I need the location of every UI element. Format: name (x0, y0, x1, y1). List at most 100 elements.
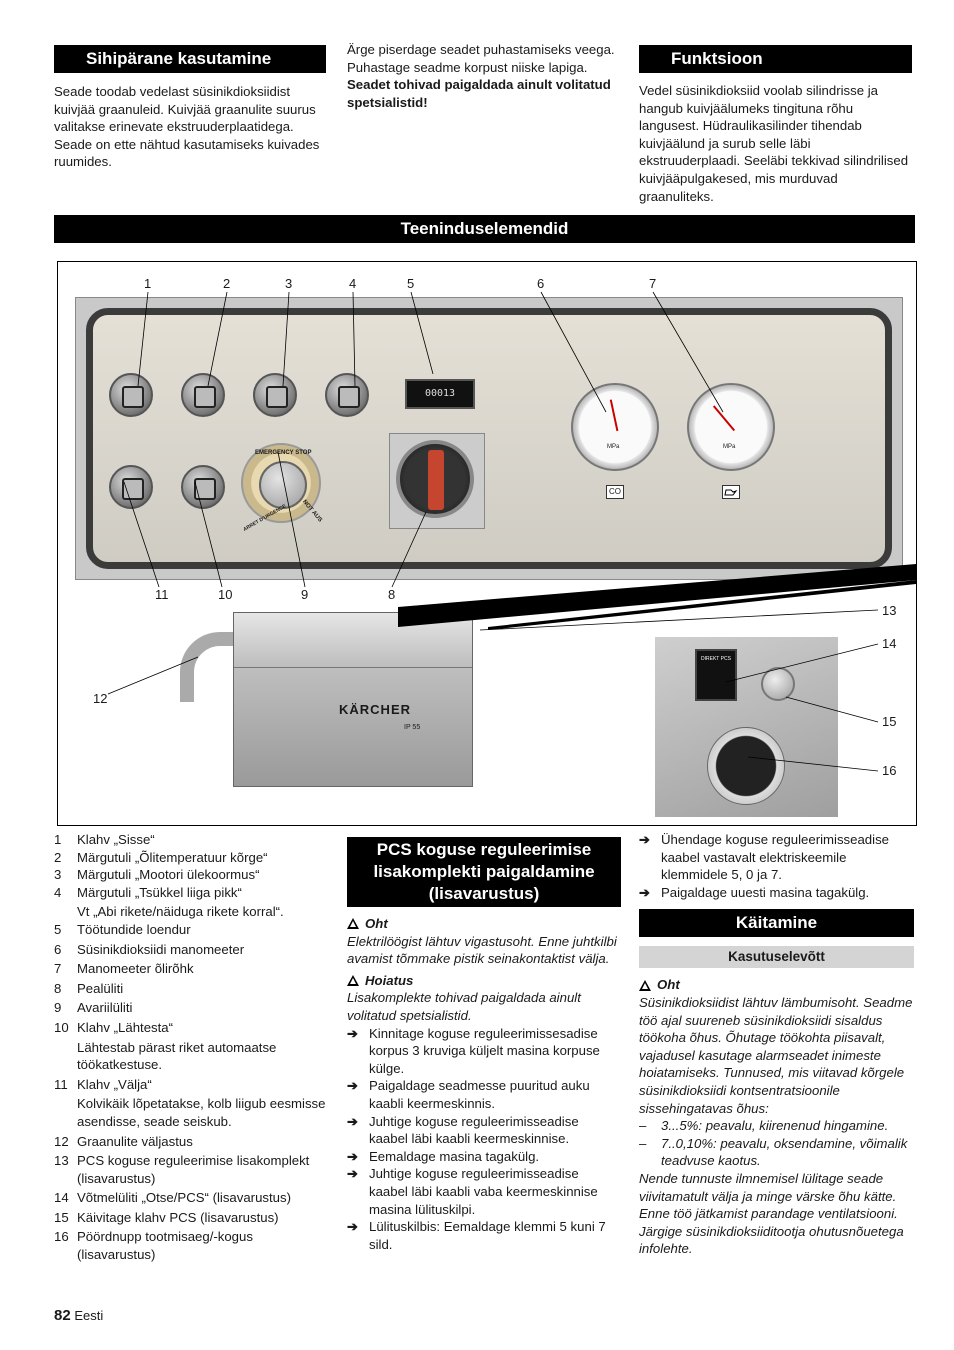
danger-text: Süsinikdioksiidist lähtuv lämbumisoht. S… (639, 994, 913, 1116)
list-item: ➔Eemaldage masina tagakülg. (347, 1148, 540, 1164)
intended-use-text-1: Seade toodab vedelast süsinikdioksiidist… (54, 84, 316, 135)
arrow-icon: ➔ (347, 1166, 359, 1182)
list-item: ➔Lülituskilbis: Eemaldage klemmi 5 kuni … (347, 1219, 606, 1252)
language-label: Eesti (74, 1308, 104, 1323)
safety-sheet-text: Järgige süsinikdioksiiditootja ohutusnõu… (639, 1223, 904, 1257)
control-panel-photo: 00013 EMERGENCY STOP NOT AUS ARRET D'URG… (75, 297, 903, 580)
callout-9: 9 (301, 587, 309, 602)
function-heading: Funktsioon (639, 45, 912, 73)
arrow-icon: ➔ (639, 884, 651, 900)
main-switch (396, 440, 474, 518)
callout-10: 10 (218, 587, 233, 602)
off-button (109, 465, 153, 509)
pcs-install-heading: PCS koguse reguleerimise lisakomplekti p… (347, 837, 621, 907)
list-item: ➔Kinnitage koguse reguleerimissesadise k… (347, 1025, 600, 1076)
cleaning-note-section: Ärge piserdage seadet puhastamiseks veeg… (347, 41, 617, 111)
callout-7: 7 (649, 276, 657, 291)
list-item: ➔Paigaldage seadmesse puuritud auku kaab… (347, 1078, 590, 1111)
list-item-note: Lähtestab pärast riket automaatse töökat… (77, 1039, 277, 1073)
intended-use-text-2: Seade on ette nähtud kasutamiseks kuivad… (54, 136, 320, 170)
action-text: Nende tunnuste ilmnemisel lülitage seade… (639, 1170, 898, 1222)
warning-triangle-icon (347, 975, 359, 987)
callout-12: 12 (93, 691, 108, 706)
commissioning-subheading: Kasutuselevõtt (639, 946, 914, 969)
oil-pressure-manometer: MPa (687, 383, 775, 471)
list-item: ➔Paigaldage uuesti masina tagakülg. (639, 884, 870, 900)
function-text: Vedel süsinikdioksiid voolab silindrisse… (639, 83, 909, 204)
on-button (109, 373, 153, 417)
motor-overload-lamp (253, 373, 297, 417)
pcs-kit-photo: DIREKT PCS (655, 637, 838, 817)
callout-14: 14 (882, 636, 897, 651)
warning-triangle-icon (639, 979, 651, 991)
page-footer: 82 Eesti (54, 1307, 103, 1325)
arrow-icon: ➔ (347, 1148, 359, 1164)
key-switch: DIREKT PCS (695, 649, 737, 701)
arrow-icon: ➔ (347, 1219, 359, 1235)
callout-3: 3 (285, 276, 293, 291)
oil-temp-lamp (181, 373, 225, 417)
page-number: 82 (54, 1307, 71, 1324)
list-item: ➔Juhtige koguse reguleerimisseadise kaab… (347, 1166, 598, 1217)
intended-use-section: Sihipärane kasutamine Seade toodab vedel… (54, 45, 326, 171)
callout-11: 11 (155, 587, 169, 602)
function-section: Funktsioon Vedel süsinikdioksiid voolab … (639, 45, 912, 205)
callout-6: 6 (537, 276, 545, 291)
service-elements-heading: Teeninduselemendid (54, 215, 915, 243)
danger-warning: Oht (347, 915, 621, 933)
pcs-install-section: PCS koguse reguleerimise lisakomplekti p… (347, 837, 621, 1253)
callout-16: 16 (882, 763, 897, 778)
oil-can-icon (724, 489, 738, 496)
arrow-icon: ➔ (347, 1113, 359, 1129)
oil-pressure-tag (722, 485, 740, 499)
list-item: 16 Pöördnupp tootmisaeg/-kogus (lisavaru… (54, 1229, 253, 1263)
reset-button (181, 465, 225, 509)
callout-2: 2 (223, 276, 231, 291)
emergency-stop-button (241, 443, 321, 523)
list-item: –3...5%: peavalu, kiirenenud hingamine. (639, 1118, 889, 1134)
callout-4: 4 (349, 276, 357, 291)
machine-photo: KÄRCHER IP 55 (233, 612, 473, 787)
estop-label: EMERGENCY STOP (255, 450, 312, 456)
callout-15: 15 (882, 714, 897, 729)
co2-manometer: MPa (571, 383, 659, 471)
list-item-note: Vt „Abi rikete/näiduga rikete korral“. (77, 904, 284, 920)
co2-tag: CO (606, 485, 624, 499)
list-item-note: Kolvikäik lõpetatakse, kolb liigub eesmi… (77, 1096, 326, 1129)
cycle-too-long-lamp (325, 373, 369, 417)
arrow-icon: ➔ (347, 1078, 359, 1094)
control-panel-figure: 1 2 3 4 5 6 7 00013 EMERGENCY STOP NOT A… (57, 261, 917, 826)
list-item: ➔Juhtige koguse reguleerimisseadise kaab… (347, 1113, 579, 1147)
callout-8: 8 (388, 587, 396, 602)
warning-triangle-icon (347, 918, 359, 930)
arrow-icon: ➔ (347, 1025, 359, 1041)
machine-model: IP 55 (404, 724, 421, 731)
danger-text: Elektrilöögist lähtuv vigastusoht. Enne … (347, 933, 617, 967)
installation-note-text: Seadet tohivad paigaldada ainult volitat… (347, 77, 611, 110)
caution-text: Lisakomplekte tohivad paigaldada ainult … (347, 990, 581, 1023)
cleaning-note-text: Ärge piserdage seadet puhastamiseks veeg… (347, 42, 615, 75)
arrow-icon: ➔ (639, 832, 651, 847)
time-quantity-knob (707, 727, 785, 805)
callout-1: 1 (144, 276, 152, 291)
pcs-start-button (761, 667, 795, 701)
list-item: ➔Ühendage koguse reguleerimisseadise kaa… (639, 832, 889, 883)
intended-use-heading: Sihipärane kasutamine (54, 45, 326, 73)
hour-counter: 00013 (405, 379, 475, 409)
list-item: –7..0,10%: peavalu, oksendamine, võimali… (639, 1135, 908, 1169)
